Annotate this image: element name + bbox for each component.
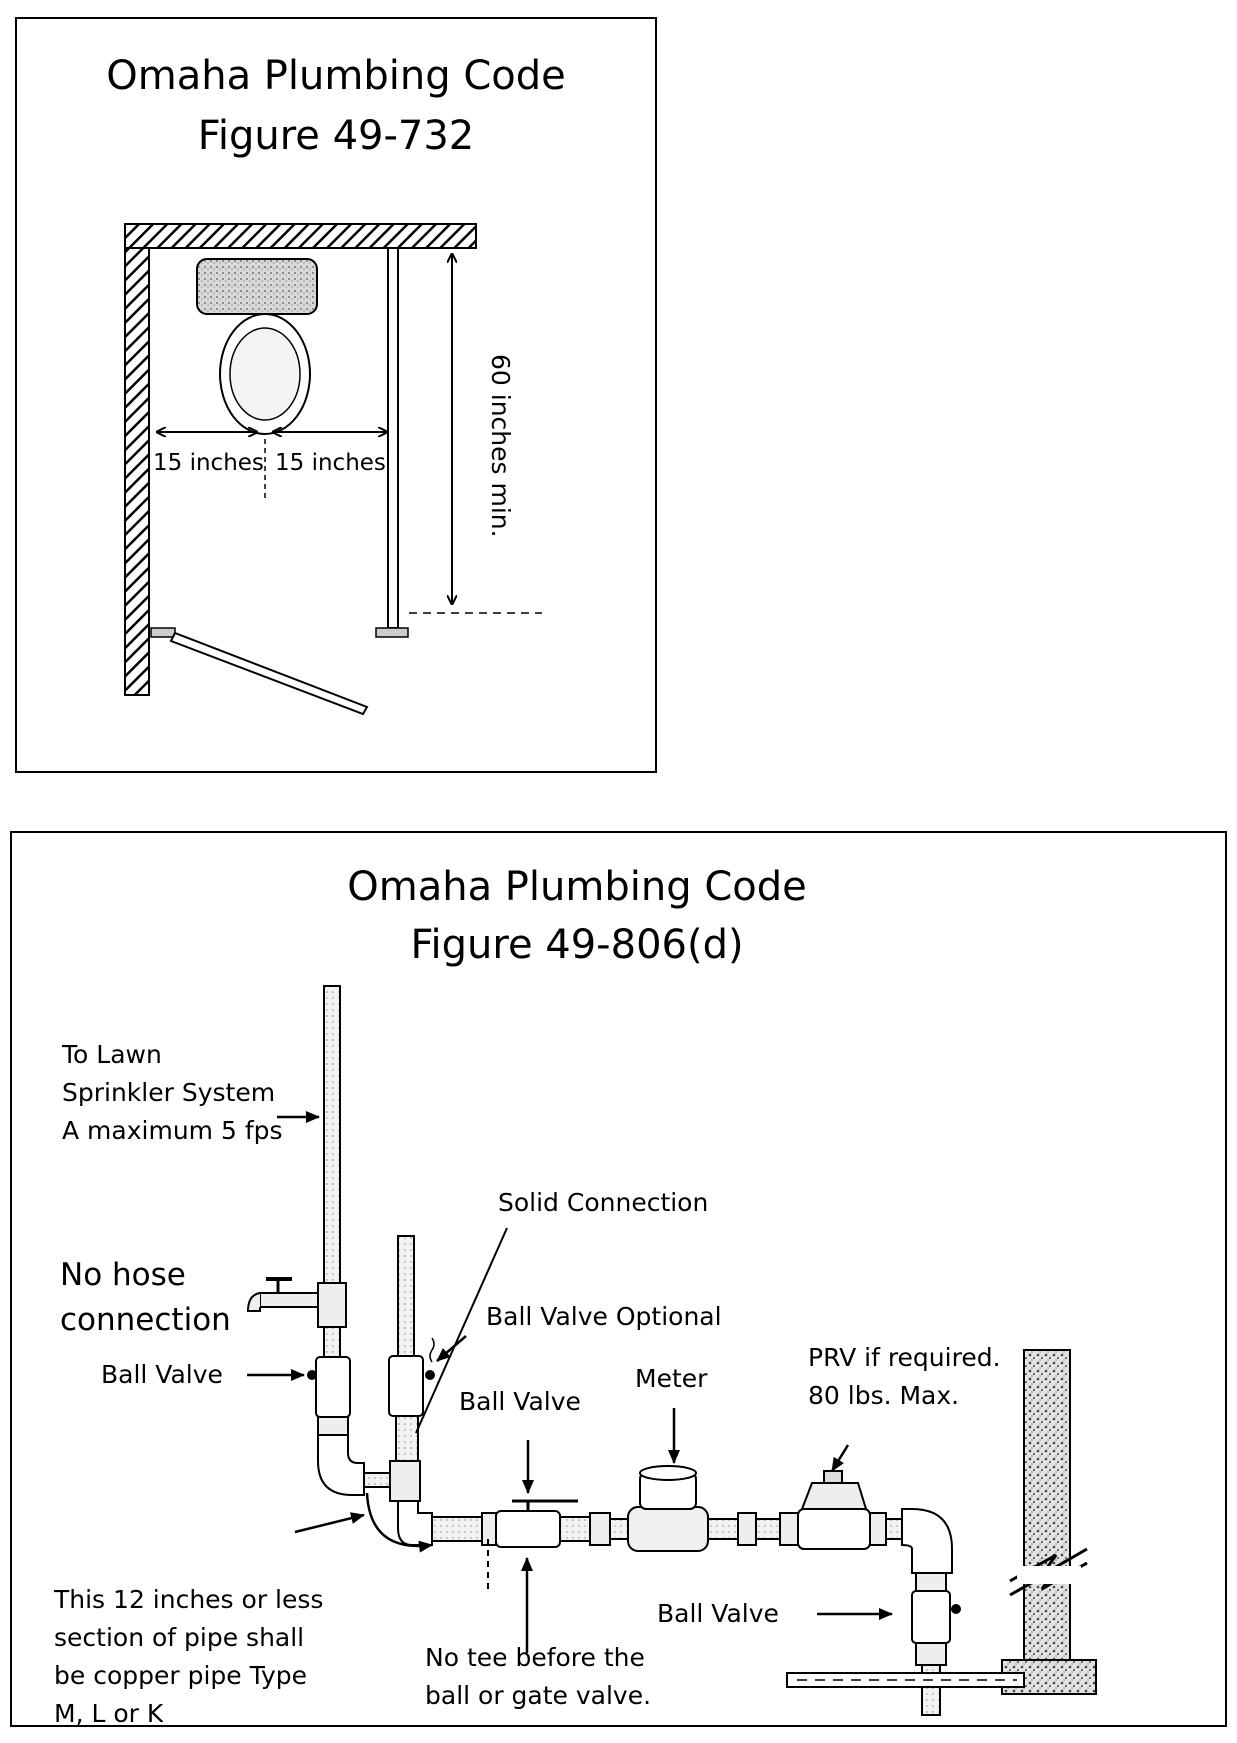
no-tee-label-2: ball or gate valve.: [425, 1681, 652, 1710]
figure-top-title-line2: Figure 49-732: [197, 113, 475, 159]
solid-connection-label: Solid Connection: [498, 1188, 709, 1217]
no-tee-label-1: No tee before the: [425, 1643, 645, 1672]
copper-label-3: be copper pipe Type: [54, 1661, 308, 1690]
prv-label-1: PRV if required.: [808, 1343, 1001, 1372]
stall-partition: [387, 247, 399, 629]
hose-bib: [259, 1292, 319, 1308]
to-lawn-label-2: Sprinkler System: [62, 1078, 276, 1107]
foundation-wall: [1023, 1349, 1071, 1661]
figure-49-732-panel: Omaha Plumbing Code Figure 49-732: [15, 17, 657, 773]
no-hose-label-1: No hose: [60, 1257, 186, 1293]
prv-bonnet: [800, 1482, 868, 1510]
prv-label-2: 80 lbs. Max.: [808, 1381, 960, 1410]
toilet-stall-diagram: [124, 223, 542, 716]
to-lawn-label-1: To Lawn: [62, 1040, 162, 1069]
main-pipe-segment-1: [431, 1516, 483, 1542]
back-wall: [124, 223, 477, 249]
right-elbow: [901, 1508, 953, 1574]
ball-valve-right-label: Ball Valve: [657, 1599, 779, 1628]
toilet-seat-inner: [229, 327, 301, 421]
no-hose-label-2: connection: [60, 1302, 231, 1338]
right-ball-valve: [911, 1590, 951, 1644]
sprinkler-piping-diagram: [246, 985, 1097, 1716]
copper-label-2: section of pipe shall: [54, 1623, 305, 1652]
ball-valve-center-label: Ball Valve: [459, 1387, 581, 1416]
sprinkler-riser-pipe: [323, 985, 341, 1299]
door-hinge: [150, 627, 176, 638]
ball-valve-optional-label: Ball Valve Optional: [486, 1302, 722, 1331]
copper-label-4: M, L or K: [54, 1699, 164, 1725]
to-lawn-label-3: A maximum 5 fps: [62, 1116, 283, 1145]
left-ball-valve: [315, 1356, 351, 1418]
side-wall: [124, 247, 150, 696]
figure-bottom-title-line2: Figure 49-806(d): [410, 922, 744, 968]
center-tee: [389, 1460, 421, 1502]
center-ball-valve: [495, 1510, 561, 1548]
copper-section-curve: [365, 1492, 433, 1553]
meter-label: Meter: [635, 1364, 708, 1393]
ball-valve-optional-arrow: [436, 1335, 467, 1362]
figure-bottom-title-line1: Omaha Plumbing Code: [347, 864, 807, 910]
hose-spout: [246, 1292, 261, 1312]
stall-door: [169, 631, 369, 716]
dim-right-label: 15 inches: [275, 450, 386, 476]
copper-section-arrow: [294, 1512, 365, 1534]
hose-tee: [317, 1282, 347, 1328]
figure-top-title-line1: Omaha Plumbing Code: [106, 53, 566, 99]
dim-left-label: 15 inches: [153, 450, 264, 476]
toilet-tank: [196, 258, 318, 315]
ball-valve-left-label: Ball Valve: [101, 1360, 223, 1389]
prv-body: [797, 1508, 871, 1550]
solid-connection-arrow: [415, 1227, 508, 1434]
optional-ball-valve: [388, 1355, 424, 1417]
dim-depth-label: 60 inches min.: [486, 354, 515, 538]
optional-riser-pipe: [397, 1235, 415, 1357]
prv-arrow: [830, 1444, 850, 1472]
left-elbow: [317, 1434, 365, 1496]
partition-foot: [375, 627, 409, 638]
copper-label-1: This 12 inches or less: [54, 1585, 324, 1614]
water-meter-body: [627, 1506, 709, 1552]
figure-49-806d-panel: Omaha Plumbing Code Figure 49-806(d): [10, 831, 1227, 1727]
